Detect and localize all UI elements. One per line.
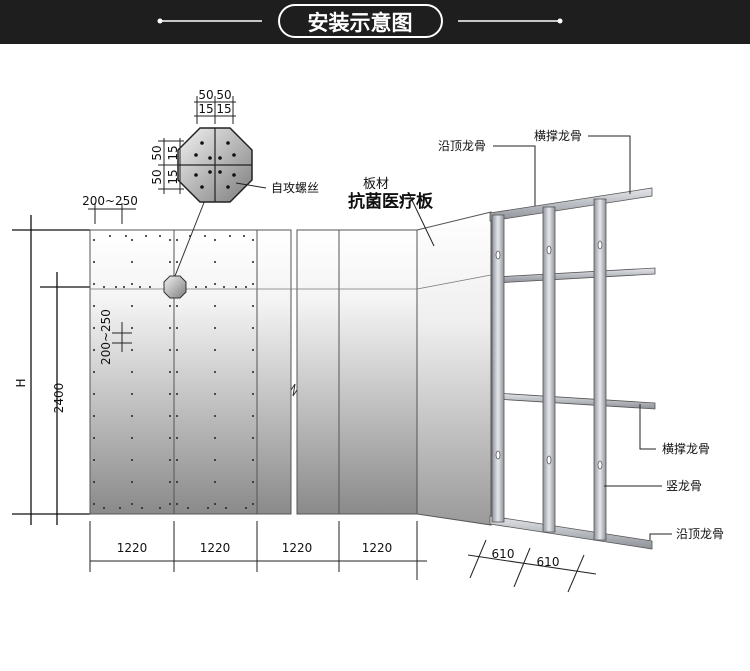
label-board-small: 板材: [363, 177, 389, 192]
dim-detail-15-left: 15: [198, 102, 213, 116]
steel-frame: [489, 187, 656, 550]
stud-spacing-dim: [467, 539, 597, 593]
dim-detail-50-left: 50: [198, 88, 213, 102]
frame-top-track: [489, 187, 653, 222]
label-screw: 自攻螺丝: [271, 181, 319, 195]
frame-stud-3: [593, 198, 607, 541]
frame-leaders: [493, 135, 672, 540]
frame-stud-2: [542, 206, 556, 533]
label-top-track-upper: 沿顶龙骨: [438, 139, 486, 153]
dim-detail-15-bottom: 15: [166, 169, 180, 184]
panel-3a: [256, 229, 292, 515]
leader-board: [409, 195, 435, 247]
panel-width-dim: [89, 521, 427, 580]
dim-detail-50-right: 50: [216, 88, 231, 102]
edge-spacing-dim: [88, 203, 136, 224]
frame-cross-brace-upper: [494, 267, 656, 284]
panel-4: [338, 229, 418, 515]
frame-bottom-track: [489, 515, 653, 550]
dim-detail-50-top: 50: [150, 145, 164, 160]
label-cross-brace-lower: 横撑龙骨: [662, 441, 710, 456]
title-pill: 安装示意图: [157, 4, 563, 38]
panel-side: [416, 211, 492, 526]
dim-panel-width-2: 1220: [200, 541, 231, 555]
label-board-large: 抗菌医疗板: [348, 191, 434, 212]
joint-marker: [163, 199, 206, 299]
dim-stud-spacing-1: 610: [492, 547, 515, 561]
dim-edge-spacing: 200~250: [82, 194, 138, 208]
label-cross-brace-upper: 横撑龙骨: [534, 128, 582, 143]
dim-panel-width-3: 1220: [282, 541, 313, 555]
panel-3b: [296, 229, 340, 515]
dim-panel-width-1: 1220: [117, 541, 148, 555]
label-vertical-stud: 竖龙骨: [666, 479, 702, 493]
dim-detail-15-right: 15: [216, 102, 231, 116]
label-top-track-lower: 沿顶龙骨: [676, 527, 724, 541]
dim-detail-50-bottom: 50: [150, 169, 164, 184]
dim-detail-15-top: 15: [166, 145, 180, 160]
frame-cross-brace-lower: [494, 392, 656, 410]
frame-stud-1: [491, 214, 505, 523]
panel-group: [89, 211, 492, 526]
dim-field-spacing: 200~250: [99, 309, 113, 365]
screw-dots: [93, 235, 254, 509]
height-dimension: [12, 215, 90, 525]
screw-detail: 50 50 15 15 50 15 50 15 自攻螺丝: [150, 88, 319, 203]
dim-stud-spacing-2: 610: [537, 555, 560, 569]
dim-height-2400: 2400: [52, 383, 66, 414]
dim-panel-width-4: 1220: [362, 541, 393, 555]
dim-height-h: H: [14, 378, 28, 387]
page-title: 安装示意图: [308, 11, 413, 35]
field-spacing-dim: [112, 322, 132, 352]
